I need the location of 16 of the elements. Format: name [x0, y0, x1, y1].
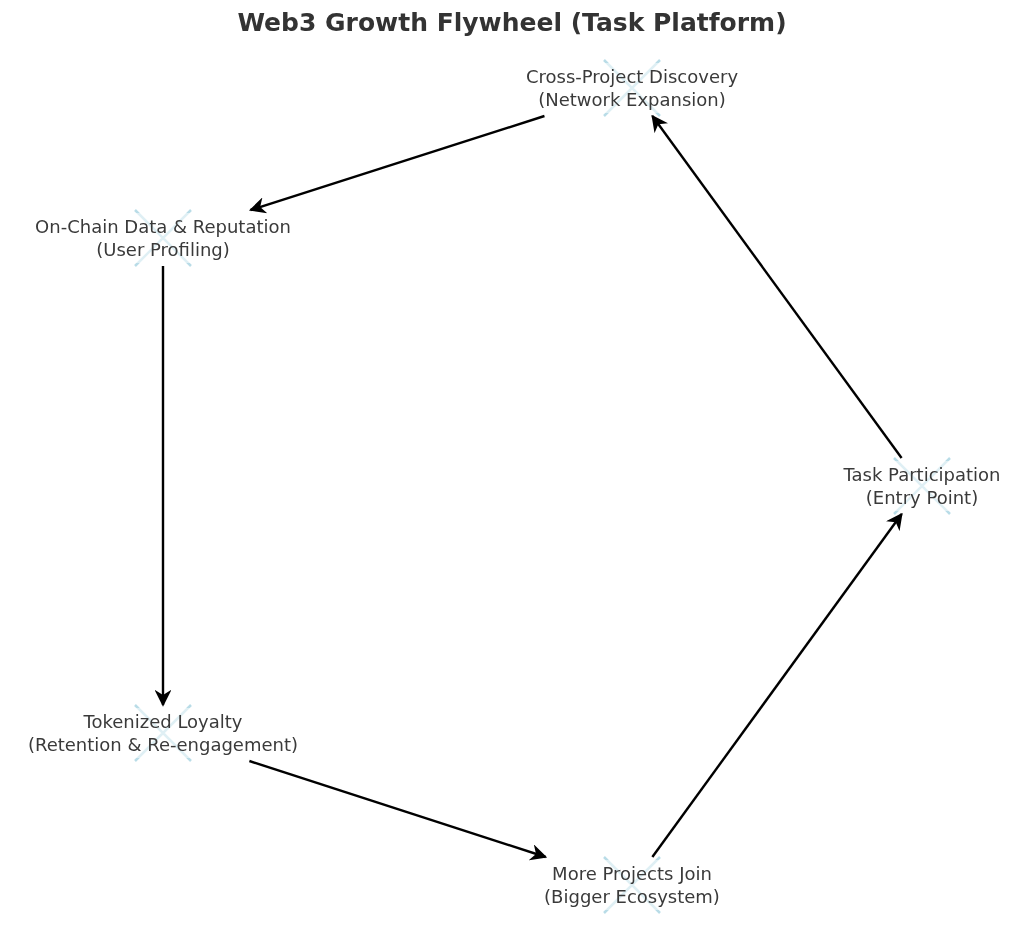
node-label: (Entry Point) [864, 486, 980, 509]
node-label: (Network Expansion) [537, 88, 727, 111]
node-label: More Projects Join [551, 862, 713, 885]
arrow [651, 114, 903, 459]
node-label: (Retention & Re-engagement) [27, 733, 299, 756]
node-label: (User Profiling) [95, 238, 231, 261]
node-label: (Bigger Ecosystem) [544, 885, 720, 908]
node-label: Cross-Project Discovery [525, 65, 739, 88]
arrow [154, 266, 172, 707]
node-label: Task Participation [843, 463, 1001, 486]
diagram-title: Web3 Growth Flywheel (Task Platform) [236, 8, 788, 37]
arrow [249, 759, 548, 861]
node-label: On-Chain Data & Reputation [35, 215, 291, 238]
arrow [248, 114, 545, 214]
node-label: Tokenized Loyalty [82, 710, 244, 733]
arrow [651, 512, 903, 858]
